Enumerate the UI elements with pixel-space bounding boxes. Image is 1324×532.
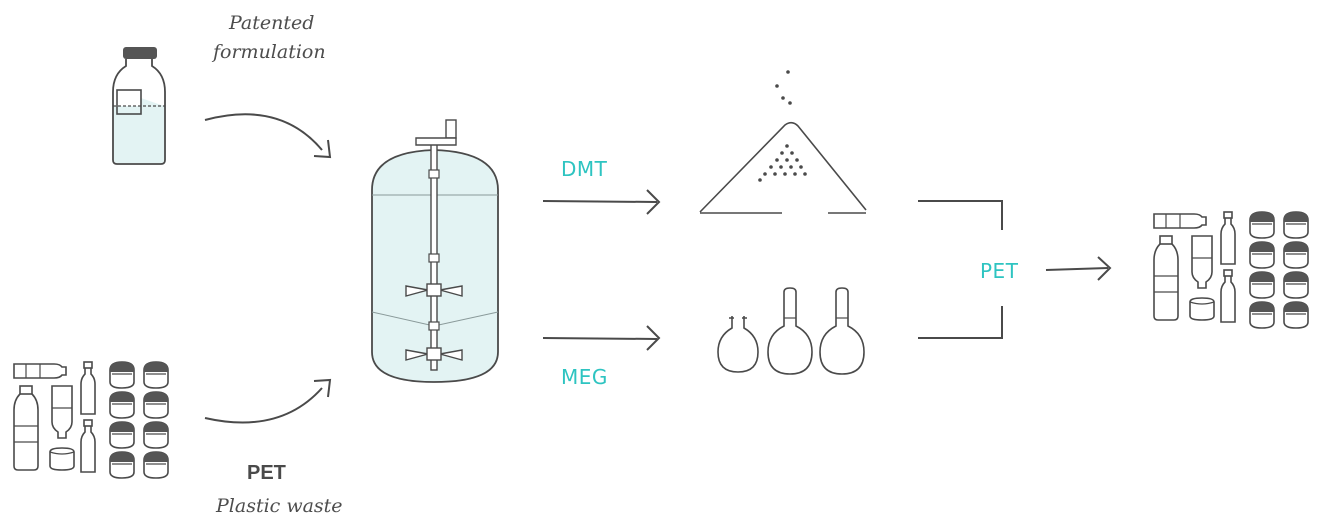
pet-input-label: PET <box>247 462 286 484</box>
reactor-tank-icon <box>371 119 499 383</box>
dmt-label: DMT <box>561 157 608 181</box>
patented-label-line1: Patented <box>229 12 315 34</box>
formulation-bottle-icon <box>112 47 166 165</box>
dmt-powder-pile-icon <box>699 70 867 214</box>
pet-output-label: PET <box>980 259 1019 283</box>
merge-bracket <box>918 200 1003 339</box>
meg-flasks-icon <box>717 287 865 375</box>
arrow-waste-to-reactor <box>204 378 332 424</box>
arrow-to-products <box>1045 256 1112 281</box>
arrow-to-dmt <box>542 189 661 215</box>
plastic-waste-label: Plastic waste <box>216 495 343 517</box>
plastic-waste-icon <box>14 362 168 478</box>
patented-label-line2: formulation <box>213 41 326 63</box>
arrow-to-meg <box>542 325 661 351</box>
recycled-products-icon <box>1154 212 1308 328</box>
arrow-formulation-to-reactor <box>204 113 332 159</box>
meg-label: MEG <box>561 365 608 389</box>
